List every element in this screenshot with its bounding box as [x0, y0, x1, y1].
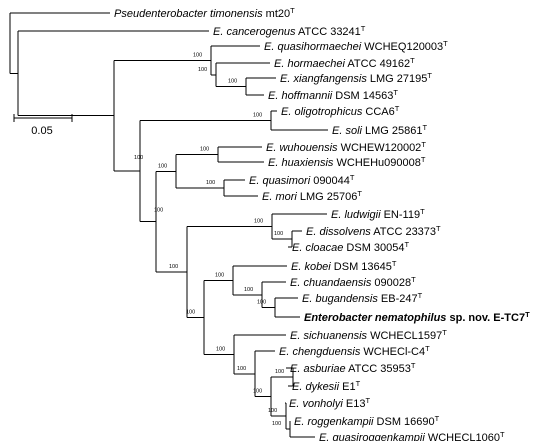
taxon-labels: Pseudenterobacter timonensis mt20T E. can…	[114, 6, 530, 441]
bootstrap-value: 100	[206, 180, 215, 186]
taxon-label: E. quasihormaechei WCHEQ120003T	[264, 39, 448, 53]
taxon-label: E. chuandaensis 090028T	[290, 275, 416, 289]
taxon-label: E. cancerogenus ATCC 33241T	[213, 24, 366, 38]
bootstrap-values: 100 100 100 100 100 100 100 100 100 100 100 100 100 1…	[134, 52, 284, 427]
bootstrap-value: 100	[169, 264, 178, 270]
scale-bar: 0.05	[13, 114, 73, 137]
taxon-label: E. roggenkampii DSM 16690T	[294, 414, 440, 428]
taxon-label: E. bugandensis EB-247T	[302, 291, 423, 305]
bootstrap-value: 100	[193, 52, 202, 58]
bootstrap-value: 100	[198, 67, 207, 73]
taxon-label: E. hormaechei ATCC 49162T	[274, 56, 415, 70]
bootstrap-value: 100	[257, 300, 266, 306]
taxon-label: E. wuhouensis WCHEW120002T	[266, 140, 426, 154]
bootstrap-value: 100	[237, 366, 246, 372]
tree-branches	[9, 12, 328, 438]
taxon-label: E. kobei DSM 13645T	[291, 259, 397, 273]
bootstrap-value: 100	[134, 155, 143, 161]
bootstrap-value: 100	[158, 163, 167, 169]
taxon-label: E. soli LMG 25861T	[332, 123, 428, 137]
taxon-label: E. huaxiensis WCHEHu090008T	[268, 155, 426, 169]
taxon-label: E. hoffmannii DSM 14563T	[268, 88, 398, 102]
bootstrap-value: 100	[154, 208, 163, 214]
bootstrap-value: 100	[215, 272, 224, 278]
taxon-label: E. sichuanensis WCHECL1597T	[290, 328, 447, 342]
taxon-label: Enterobacter nematophilus sp. nov. E-TC7…	[304, 310, 530, 324]
taxon-label: E. dykesii E1T	[292, 379, 361, 393]
taxon-label: E. cloacae DSM 30054T	[292, 240, 410, 254]
taxon-label: E. vonholyi E13T	[289, 396, 370, 410]
taxon-label: E. chengduensis WCHECl-C4T	[279, 344, 430, 358]
bootstrap-value: 100	[254, 219, 263, 225]
bootstrap-value: 100	[228, 79, 237, 85]
taxon-label: E. dissolvens ATCC 23373T	[306, 224, 441, 238]
bootstrap-value: 100	[253, 113, 262, 119]
bootstrap-value: 100	[275, 369, 284, 375]
taxon-label: Pseudenterobacter timonensis mt20T	[114, 6, 295, 20]
bootstrap-value: 100	[186, 309, 195, 315]
bootstrap-value: 100	[274, 231, 283, 237]
bootstrap-value: 100	[216, 346, 225, 352]
taxon-label: E. mori LMG 25706T	[262, 189, 362, 203]
taxon-label: E. asburiae ATCC 35953T	[290, 361, 416, 375]
taxon-label: E. quasimori 090044T	[249, 173, 355, 187]
bootstrap-value: 100	[244, 287, 253, 293]
scale-bar-label: 0.05	[31, 125, 52, 137]
bootstrap-value: 100	[200, 147, 209, 153]
taxon-label: E. ludwigii EN-119T	[331, 207, 425, 221]
taxon-label: E. oligotrophicus CCA6T	[281, 104, 400, 118]
taxon-label: E. quasiroggenkampii WCHECL1060T	[319, 430, 505, 441]
bootstrap-value: 100	[272, 421, 281, 427]
bootstrap-value: 100	[268, 408, 277, 414]
taxon-label: E. xiangfangensis LMG 27195T	[280, 71, 432, 85]
bootstrap-value: 100	[253, 389, 262, 395]
